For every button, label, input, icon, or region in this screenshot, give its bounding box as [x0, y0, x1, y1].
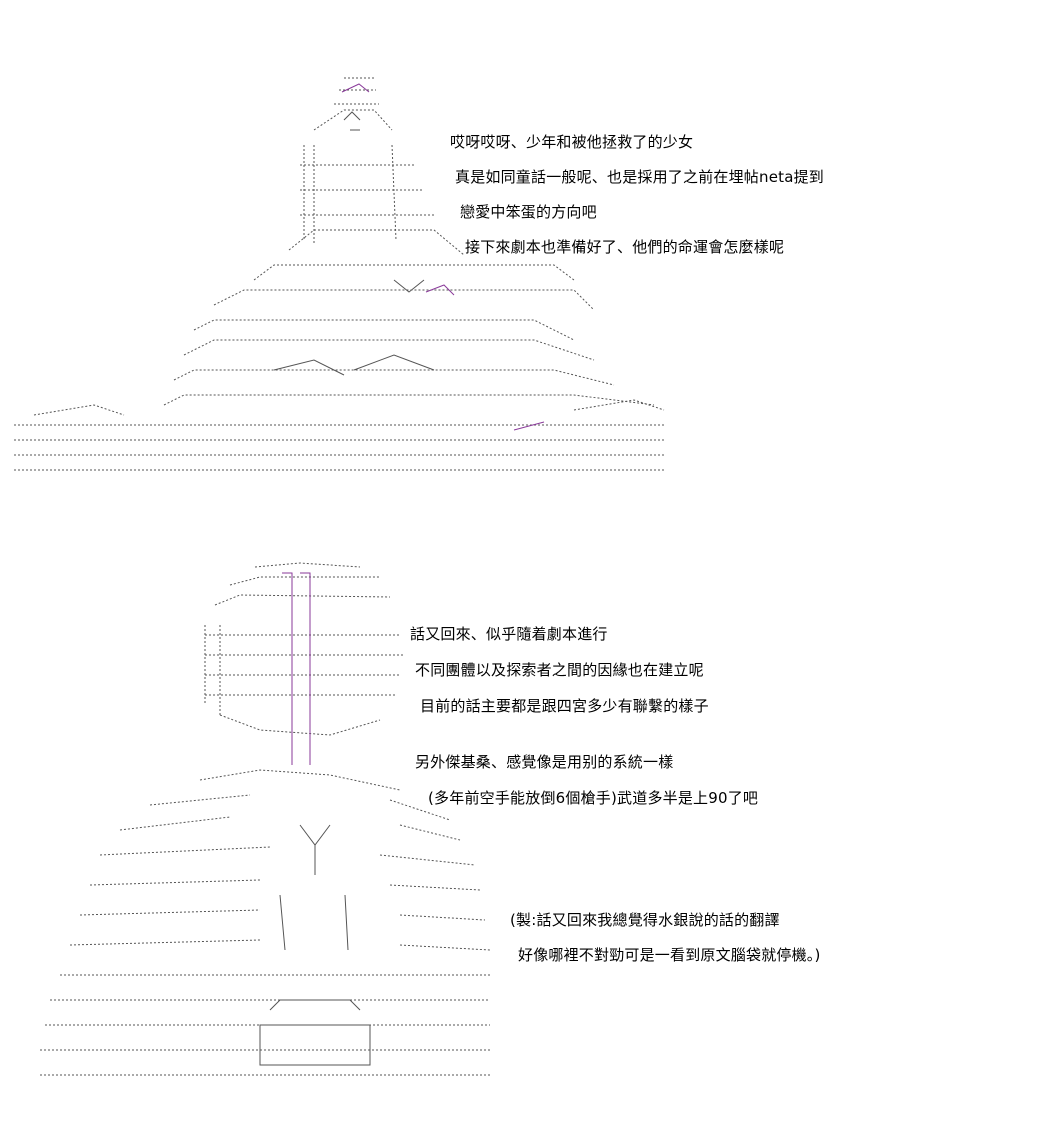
top-text-line: 接下來劇本也準備好了、他們的命運會怎麼樣呢	[465, 238, 785, 256]
top-panel: 哎呀哎呀、少年和被他拯救了的少女 真是如同童話一般呢、也是採用了之前在埋帖net…	[0, 60, 1042, 490]
translator-note-line: (製:話又回來我總覺得水銀說的話的翻譯	[510, 911, 780, 929]
ascii-art-figure-icon	[30, 555, 500, 1085]
ascii-art-scene-icon	[14, 70, 674, 480]
bottom-text-line: 另外傑基桑、感覺像是用别的系統一樣	[415, 753, 674, 771]
top-text-line: 戀愛中笨蛋的方向吧	[460, 203, 597, 221]
translator-note-line: 好像哪裡不對勁可是一看到原文腦袋就停機。)	[518, 946, 821, 964]
bottom-text-line: 目前的話主要都是跟四宮多少有聯繫的樣子	[420, 697, 709, 715]
bottom-text-line: (多年前空手能放倒6個槍手)武道多半是上90了吧	[428, 789, 759, 807]
top-text-line: 哎呀哎呀、少年和被他拯救了的少女	[450, 133, 694, 151]
bottom-text-line: 話又回來、似乎隨着劇本進行	[410, 625, 608, 643]
bottom-text-line: 不同團體以及探索者之間的因緣也在建立呢	[415, 661, 704, 679]
bottom-panel: 話又回來、似乎隨着劇本進行 不同團體以及探索者之間的因緣也在建立呢 目前的話主要…	[0, 555, 1042, 1095]
top-text-line: 真是如同童話一般呢、也是採用了之前在埋帖neta提到	[455, 168, 825, 186]
